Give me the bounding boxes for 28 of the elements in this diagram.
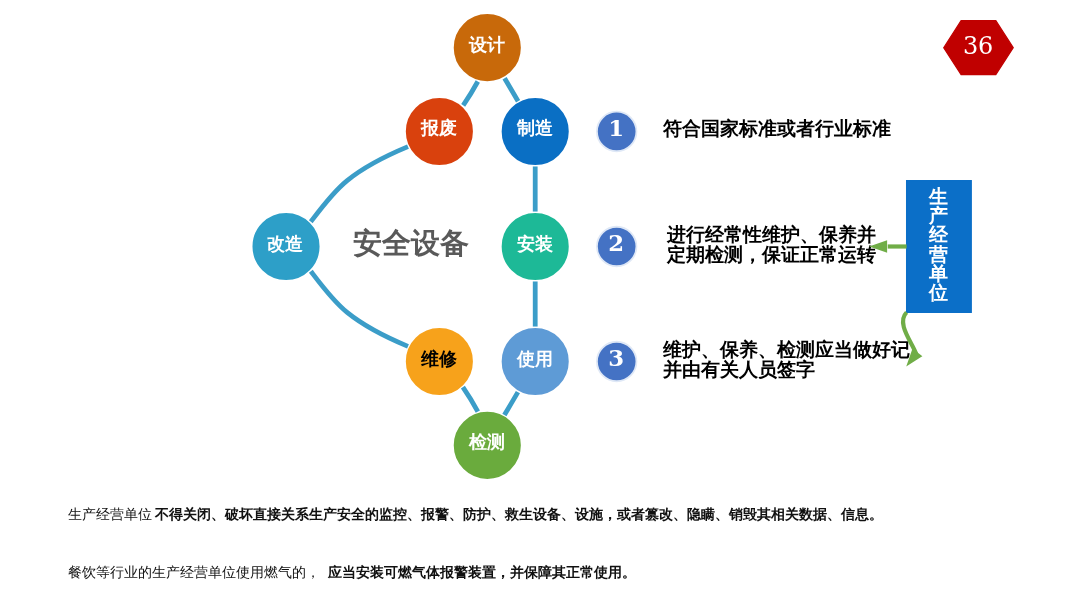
connector <box>502 77 521 103</box>
node-box: 生产经营单位 <box>906 180 972 313</box>
connector <box>308 144 409 224</box>
connector <box>308 269 409 349</box>
node-circle: 制造 <box>499 95 572 168</box>
node-circle: 报废 <box>403 95 476 168</box>
arrow <box>869 240 907 253</box>
node-circle: 维修 <box>403 325 476 398</box>
node-label: 符合国家标准或者行业标准 <box>663 116 892 140</box>
connector <box>502 390 520 417</box>
label: 生产经营单位不得关闭、破坏直接关系生产安全的监控、报警、防护、救生设备、设施，或者篡改、隐瞒、销毁其相关数据、信息。 <box>67 506 884 523</box>
node-circle: 1 <box>596 110 638 153</box>
arrow <box>901 311 923 367</box>
label: 餐饮等行业的生产经营单位使用燃气的，应当安装可燃气体报警装置，并保障其正常使用。 <box>67 563 636 580</box>
node-text: 维护、保养、检测应当做好记并由有关人员签字 <box>663 338 911 381</box>
connector <box>460 385 480 413</box>
node-circle: 设计 <box>451 11 524 84</box>
node-text: 进行经常性维护、保养并定期检测，保证正常运转 <box>666 223 876 266</box>
node-circle: 安装 <box>499 210 572 283</box>
connector <box>532 166 538 212</box>
connector <box>532 281 538 327</box>
connector <box>461 80 480 107</box>
node-circle: 3 <box>596 340 638 383</box>
node-circle: 2 <box>596 225 638 268</box>
node-circle: 检测 <box>451 409 524 482</box>
node-circle: 使用 <box>499 325 572 398</box>
label: 安全设备 <box>353 225 470 260</box>
node-circle: 改造 <box>250 210 322 283</box>
